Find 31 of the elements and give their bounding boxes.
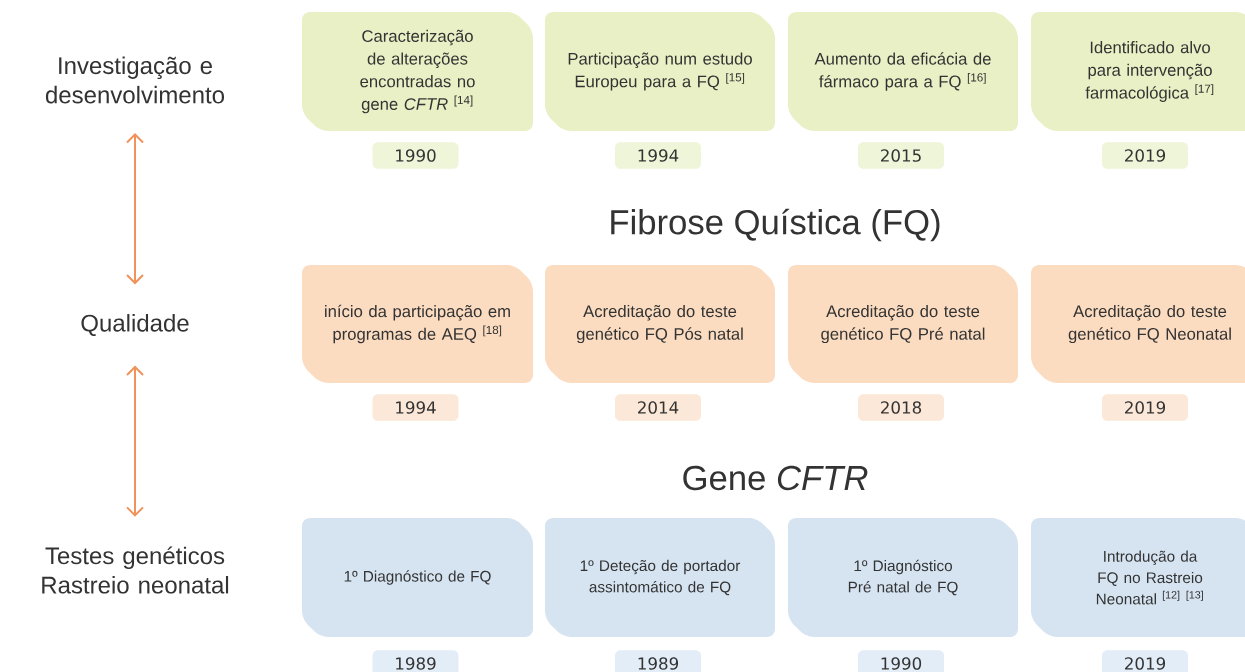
event-box: Caracterização de alterações encontradas no gene CFTR $^{[14]}$	[302, 12, 533, 131]
event-box: 1º Diagnóstico de FQ	[302, 518, 533, 637]
event-box: início da participação em programas de AEQ $^{[18]}$	[302, 265, 533, 383]
year-tag: 2018	[858, 394, 944, 421]
year-tag: 1990	[858, 650, 944, 672]
year-tag: 2019	[1102, 394, 1188, 421]
section-heading: Gene CFTR	[683, 465, 868, 491]
year-tag: 1990	[372, 142, 459, 169]
event-box: Identificado alvo para intervenção farmacológica $^{[17]}$	[1031, 12, 1245, 131]
event-box: Acreditação do teste genético FQ Pós natal	[545, 265, 775, 383]
year-tag: 1994	[615, 142, 701, 169]
double-arrow	[126, 133, 144, 285]
year-tag: 1989	[372, 650, 459, 672]
year-tag: 2015	[858, 142, 944, 169]
event-box: Participação num estudo Europeu para a FQ $^{[15]}$	[545, 12, 775, 131]
year-tag: 2014	[615, 394, 701, 421]
year-tag: 2019	[1102, 142, 1188, 169]
event-box: 1º Diagnóstico Pré natal de FQ	[788, 518, 1018, 637]
double-arrow	[126, 365, 144, 517]
event-box: 1º Deteção de portador assintomático de FQ	[545, 518, 775, 637]
section-heading: Fibrose Quística (FQ)	[611, 208, 940, 242]
row-label: Investigação e desenvolvimento	[45, 56, 224, 104]
event-box: Acreditação do teste genético FQ Neonatal	[1031, 265, 1245, 383]
row-label: Qualidade	[81, 314, 189, 336]
event-box: Aumento da eficácia de fármaco para a FQ $^{[16]}$	[788, 12, 1018, 131]
year-tag: 2019	[1102, 650, 1188, 672]
year-tag: 1994	[372, 394, 459, 421]
event-box: Acreditação do teste genético FQ Pré natal	[788, 265, 1018, 383]
event-box: Introdução da FQ no Rastreio Neonatal $^{[12] [13]}$	[1031, 518, 1245, 637]
year-tag: 1989	[615, 650, 701, 672]
row-label: Testes genéticos Rastreio neonatal	[42, 546, 229, 594]
